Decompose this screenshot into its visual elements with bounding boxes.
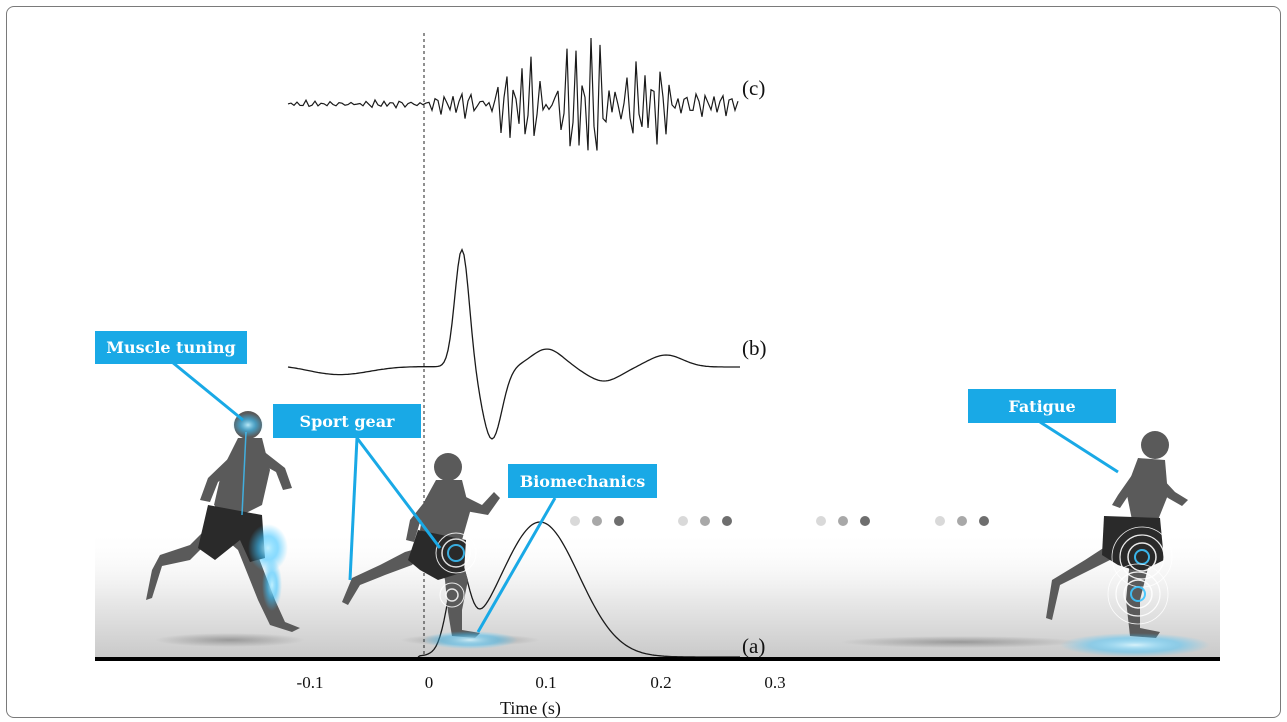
signal-trace-c <box>287 37 739 151</box>
axis-tick-label: 0.3 <box>764 673 786 692</box>
continuation-dot <box>592 516 602 526</box>
continuation-dot <box>722 516 732 526</box>
trace-label-a: (a) <box>742 634 766 658</box>
signal-trace-b <box>287 248 740 440</box>
floor-shadow <box>840 636 1080 648</box>
callout-sport-gear: Sport gear <box>273 404 421 438</box>
continuation-dot <box>860 516 870 526</box>
axis-tick-label: 0.2 <box>650 673 672 692</box>
continuation-dot <box>614 516 624 526</box>
continuation-dots <box>570 516 989 526</box>
continuation-dot <box>816 516 826 526</box>
foot-pad-glow <box>1060 633 1210 657</box>
runner-shadow <box>155 633 305 647</box>
trace-label-c: (c) <box>742 76 766 100</box>
sensor-rings <box>435 532 477 608</box>
axis-tick-label: 0.1 <box>535 673 557 692</box>
continuation-dot <box>935 516 945 526</box>
spine-glow <box>241 431 247 516</box>
axis-tick-label: 0 <box>424 673 434 692</box>
continuation-dot <box>700 516 710 526</box>
sensor-rings <box>1107 526 1173 625</box>
callout-biomechanics: Biomechanics <box>508 464 657 498</box>
callout-muscle-tuning: Muscle tuning <box>95 331 247 364</box>
continuation-dot <box>979 516 989 526</box>
callout-fatigue: Fatigue <box>968 389 1116 423</box>
continuation-dot <box>570 516 580 526</box>
axis-tick-label: -0.1 <box>296 673 324 692</box>
foot-pad-glow <box>422 631 518 649</box>
callout-leaders <box>171 360 1119 633</box>
continuation-dot <box>838 516 848 526</box>
continuation-dot <box>678 516 688 526</box>
axis-title: Time (s) <box>500 698 561 718</box>
shin-glow <box>262 559 282 611</box>
knee-glow <box>248 524 288 572</box>
continuation-dot <box>957 516 967 526</box>
trace-label-b: (b) <box>742 336 767 360</box>
signal-trace-a <box>417 521 740 658</box>
